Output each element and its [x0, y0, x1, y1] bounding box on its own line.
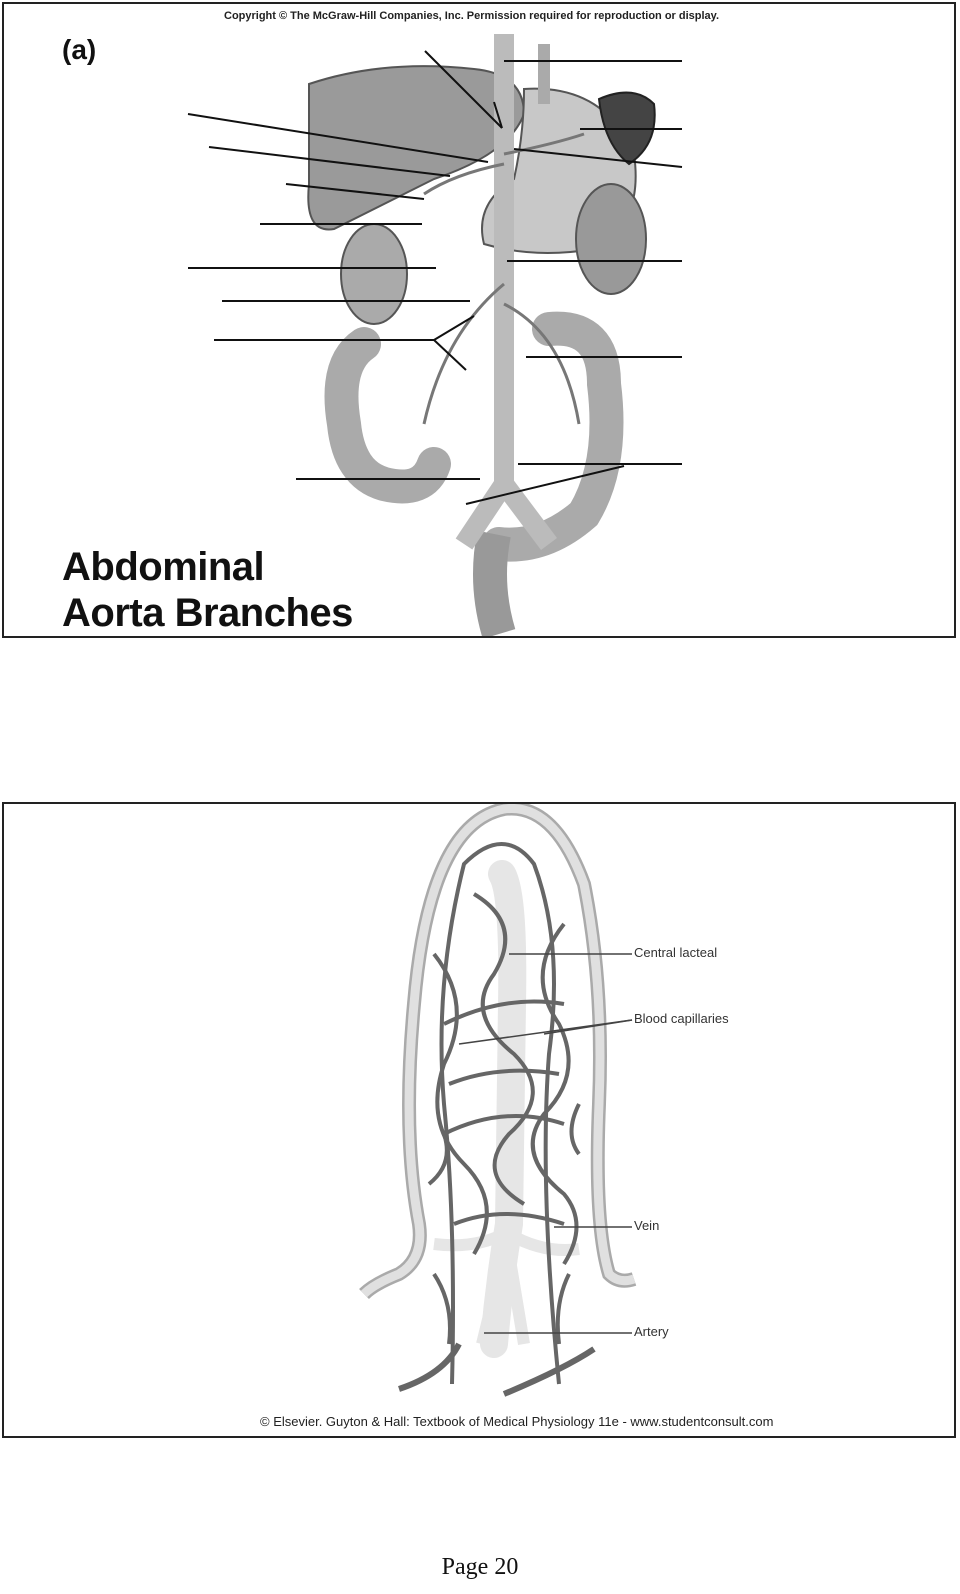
- panel-label: (a): [62, 34, 97, 65]
- copyright-notice: Copyright © The McGraw-Hill Companies, I…: [224, 10, 720, 22]
- villus-illustration: [359, 804, 637, 1397]
- slide-title-line-2: Aorta Branches: [62, 591, 353, 635]
- credit-line: © Elsevier. Guyton & Hall: Textbook of M…: [260, 1414, 774, 1429]
- slide-villus: Central lacteal Blood capillaries Vein A…: [2, 802, 956, 1438]
- label-vein: Vein: [634, 1218, 660, 1233]
- slide-abdominal-aorta: Copyright © The McGraw-Hill Companies, I…: [2, 2, 956, 638]
- page-number: Page 20: [441, 1554, 519, 1580]
- label-central-lacteal: Central lacteal: [634, 945, 718, 960]
- label-artery: Artery: [634, 1324, 669, 1339]
- label-blood-capillaries: Blood capillaries: [634, 1011, 729, 1026]
- slide-title-line-1: Abdominal: [62, 545, 265, 589]
- slide-title: Abdominal Aorta Branches: [62, 544, 353, 636]
- aorta-illustration: [187, 34, 683, 636]
